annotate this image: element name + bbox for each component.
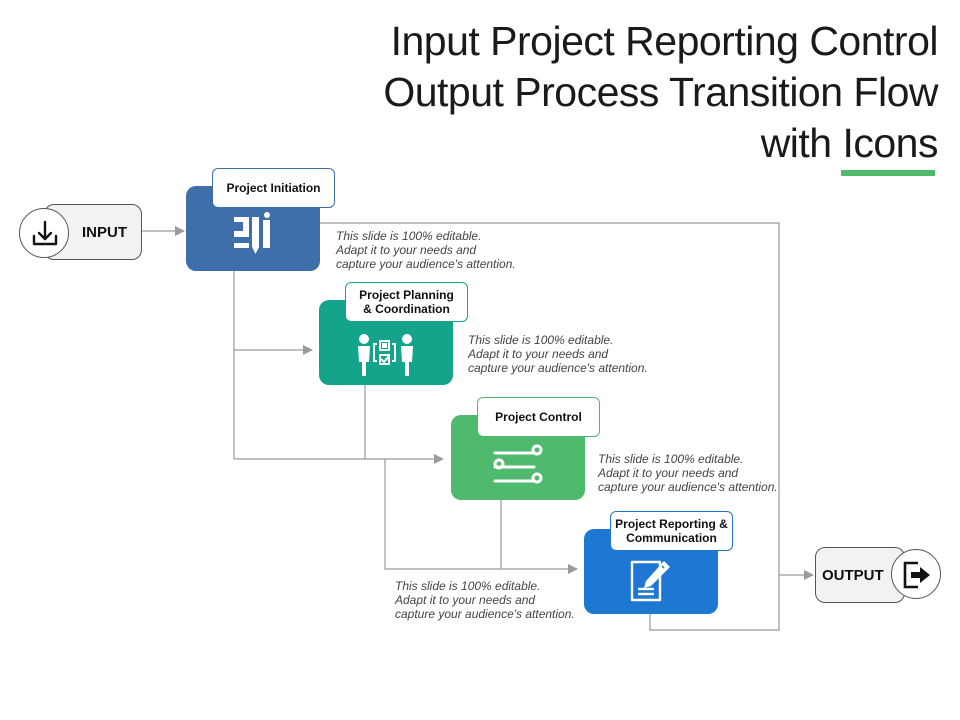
connector-step1-output bbox=[320, 222, 814, 580]
connector-to-step4 bbox=[384, 459, 578, 574]
title-line-1: Input Project Reporting Control bbox=[390, 18, 939, 64]
connector-step4-output bbox=[649, 575, 780, 631]
output-label: OUTPUT bbox=[822, 566, 884, 584]
step-label-reporting: Project Reporting & Communication bbox=[610, 511, 733, 551]
step-label-planning: Project Planning & Coordination bbox=[345, 282, 468, 322]
title-accent-bar bbox=[841, 170, 935, 176]
step-desc-control: This slide is 100% editable. Adapt it to… bbox=[598, 452, 778, 494]
step-desc-planning: This slide is 100% editable. Adapt it to… bbox=[468, 333, 648, 375]
step-desc-initiation: This slide is 100% editable. Adapt it to… bbox=[336, 229, 516, 271]
step-label-control: Project Control bbox=[477, 397, 600, 437]
input-circle bbox=[19, 208, 69, 258]
step-desc-reporting: This slide is 100% editable. Adapt it to… bbox=[395, 579, 575, 621]
title-line-2: Output Process Transition Flow bbox=[383, 69, 938, 115]
tray-download-icon bbox=[32, 220, 58, 246]
document-edit-icon bbox=[630, 560, 670, 602]
design-tools-icon bbox=[234, 212, 270, 254]
step-label-initiation: Project Initiation bbox=[212, 168, 335, 208]
control-flow-icon bbox=[493, 444, 543, 484]
title-line-3: with Icons bbox=[760, 120, 939, 166]
people-coordination-icon bbox=[358, 334, 413, 376]
output-circle bbox=[891, 549, 941, 599]
input-label: INPUT bbox=[82, 223, 127, 241]
page-title: Input Project Reporting Control Output P… bbox=[298, 16, 938, 169]
exit-arrow-icon bbox=[903, 561, 930, 589]
